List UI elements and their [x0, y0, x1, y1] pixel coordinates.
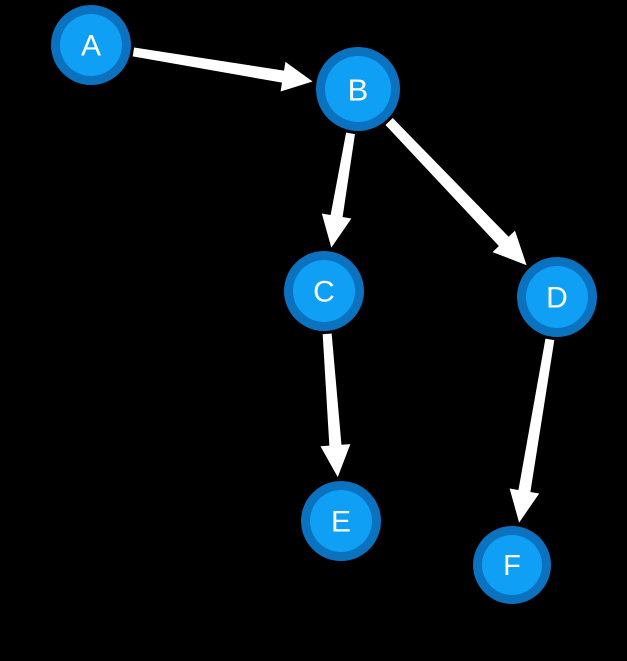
- node-fill-a: [60, 14, 122, 76]
- node-fill-e: [310, 490, 372, 552]
- node-label-f: F: [503, 550, 521, 582]
- nodes-layer: A B C D E F: [51, 5, 597, 604]
- node-label-e: E: [331, 506, 351, 539]
- graph-node-e[interactable]: E: [301, 481, 381, 561]
- graph-node-d[interactable]: D: [517, 257, 597, 337]
- graph-node-a[interactable]: A: [51, 5, 131, 85]
- node-label-c: C: [313, 276, 335, 309]
- node-fill-d: [526, 266, 588, 328]
- node-fill-f: [482, 535, 542, 595]
- graph-node-c[interactable]: C: [284, 251, 364, 331]
- node-fill-b: [325, 56, 391, 122]
- graph-edge-b-to-d: [385, 118, 527, 266]
- node-label-a: A: [81, 30, 101, 63]
- graph-edge-a-to-b: [132, 47, 313, 92]
- node-label-b: B: [348, 73, 369, 108]
- node-fill-c: [293, 260, 355, 322]
- graph-edge-d-to-f: [509, 338, 555, 523]
- graph-node-f[interactable]: F: [473, 526, 551, 604]
- graph-edge-b-to-c: [321, 132, 355, 248]
- node-label-d: D: [546, 282, 568, 315]
- graph-edge-c-to-e: [320, 333, 351, 478]
- edges-layer: [132, 47, 555, 523]
- graph-node-b[interactable]: B: [316, 47, 400, 131]
